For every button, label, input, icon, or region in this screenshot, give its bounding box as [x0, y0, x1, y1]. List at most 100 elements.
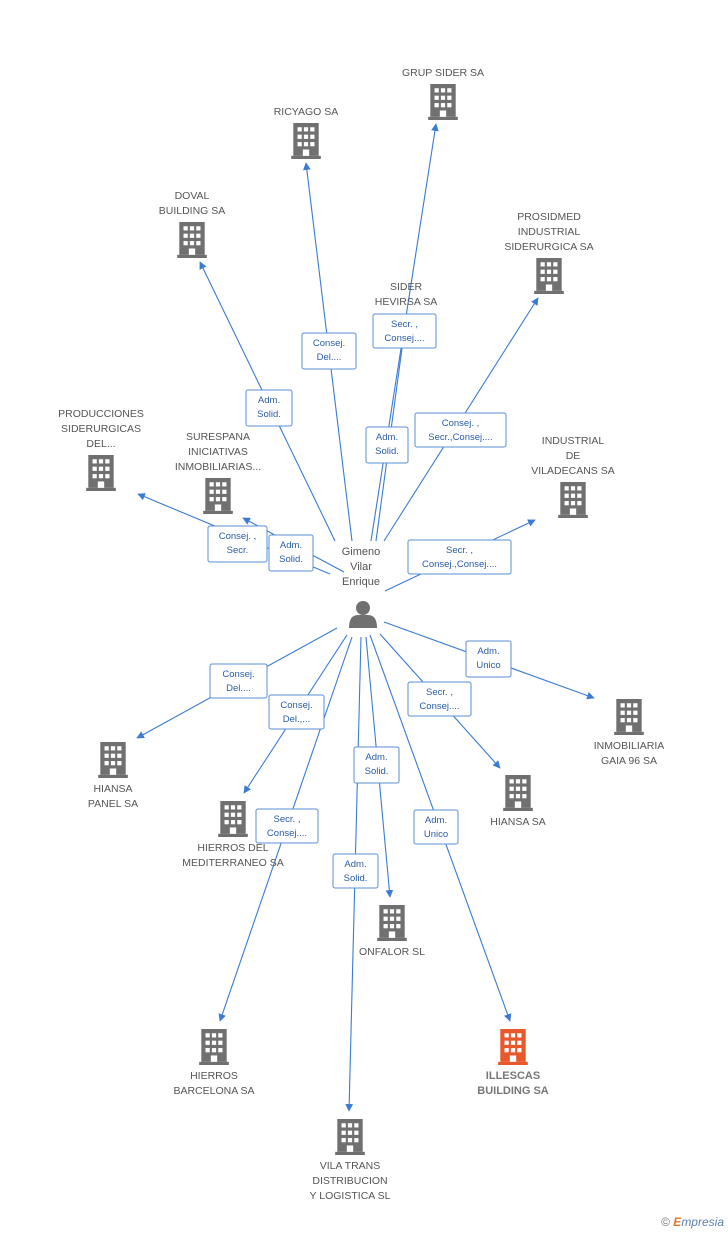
company-label: SURESPANA — [186, 431, 250, 443]
relation-text: Solid. — [279, 554, 303, 565]
relation-text: Consej.... — [384, 333, 424, 344]
relation-text: Del.,... — [283, 714, 310, 725]
company-label: INMOBILIARIAS... — [175, 461, 261, 473]
company-label: SIDER — [390, 281, 423, 293]
company-node-hiansa-panel[interactable]: HIANSA PANEL SA — [88, 742, 138, 810]
company-node-vila-trans[interactable]: VILA TRANS DISTRIBUCION Y LOGISTICA SL — [310, 1119, 391, 1202]
company-label: VILA TRANS — [320, 1160, 381, 1172]
relation-label-onfalor[interactable]: Adm.Solid. — [353, 746, 400, 784]
company-label: INICIATIVAS — [188, 446, 248, 458]
relation-text: Adm. — [425, 815, 447, 826]
company-label: GRUP SIDER SA — [402, 67, 484, 79]
relation-box — [407, 539, 512, 575]
company-node-illescas[interactable]: ILLESCAS BUILDING SA — [477, 1029, 549, 1097]
brand-name: mpresia — [681, 1215, 724, 1229]
copyright-symbol: © — [661, 1215, 670, 1229]
relation-label-inmobiliaria-gaia[interactable]: Adm. Unico — [465, 640, 512, 678]
company-label: Y LOGISTICA SL — [310, 1190, 391, 1202]
building-icon — [614, 699, 644, 735]
relation-box — [414, 412, 507, 448]
relation-text: Unico — [476, 660, 500, 671]
relation-text: Del.... — [317, 352, 342, 363]
relation-text: Adm. — [258, 395, 280, 406]
relation-text: Unico — [424, 829, 448, 840]
relation-label-vila-trans[interactable]: Adm.Solid. — [332, 853, 379, 889]
relation-text: Adm. — [280, 540, 302, 551]
relation-box — [413, 809, 459, 845]
company-node-producciones[interactable]: PRODUCCIONES SIDERURGICAS DEL... — [58, 408, 144, 491]
relation-box — [209, 663, 268, 699]
company-node-ricyago[interactable]: RICYAGO SA — [274, 106, 339, 159]
relation-label-industrial-viladecans[interactable]: Secr. ,Consej.,Consej.... — [407, 539, 512, 575]
building-icon — [218, 801, 248, 837]
company-label: INMOBILIARIA — [594, 740, 665, 752]
relation-label-surespana[interactable]: Adm. Solid. — [268, 534, 314, 572]
relation-label-producciones[interactable]: Consej. ,Secr. — [207, 525, 268, 563]
company-label: ILLESCAS — [486, 1070, 540, 1082]
company-node-surespana[interactable]: SURESPANA INICIATIVAS INMOBILIARIAS... — [175, 431, 261, 514]
building-icon — [335, 1119, 365, 1155]
relation-box — [353, 746, 400, 784]
relation-label-hiansa[interactable]: Secr. ,Consej.... — [407, 681, 472, 717]
relation-label-hiansa-panel[interactable]: Consej. Del.... — [209, 663, 268, 699]
relation-label-sider-hevirsa[interactable]: Secr. , Consej.... — [372, 313, 437, 349]
relation-box — [268, 534, 314, 572]
relation-text: Del.... — [226, 683, 251, 694]
company-label: DISTRIBUCION — [312, 1175, 387, 1187]
company-label: RICYAGO SA — [274, 106, 339, 118]
brand-first-letter: E — [673, 1215, 682, 1229]
building-icon — [291, 123, 321, 159]
relation-text: Consej. — [222, 669, 254, 680]
relation-label-hierros-barcelona[interactable]: Secr. ,Consej.... — [255, 808, 319, 844]
relation-text: Consej. — [313, 338, 345, 349]
company-node-grup-sider[interactable]: GRUP SIDER SA — [402, 67, 484, 120]
building-icon — [428, 84, 458, 120]
relation-label-illescas[interactable]: Adm. Unico — [413, 809, 459, 845]
company-label: PRODUCCIONES — [58, 408, 144, 420]
company-label: BUILDING SA — [477, 1085, 549, 1097]
company-label: HIERROS DEL — [197, 842, 268, 854]
footer-brand: © Empresia — [661, 1215, 724, 1229]
company-label: HEVIRSA SA — [375, 296, 437, 308]
relation-text: Secr. — [227, 545, 249, 556]
person-name: Vilar — [350, 561, 372, 573]
relation-text: Adm. — [344, 859, 366, 870]
relation-box — [365, 426, 409, 464]
relation-text: Solid. — [375, 446, 399, 457]
company-label: PROSIDMED — [517, 211, 581, 223]
relation-box — [207, 525, 268, 563]
company-label: DE — [566, 450, 581, 462]
person-name: Enrique — [342, 576, 380, 588]
company-node-sider-hevirsa[interactable]: SIDER HEVIRSA SA — [375, 281, 437, 308]
relation-text: Solid. — [365, 766, 389, 777]
building-icon — [199, 1029, 229, 1065]
relation-box — [255, 808, 319, 844]
company-label: SIDERURGICAS — [61, 423, 141, 435]
company-node-hiansa[interactable]: HIANSA SA — [490, 775, 546, 828]
relation-text: Adm. — [477, 646, 499, 657]
company-label: PANEL SA — [88, 798, 138, 810]
company-label: INDUSTRIAL — [542, 435, 605, 447]
relation-label-doval[interactable]: Adm.Solid. — [245, 389, 293, 427]
relation-label-prosidmed[interactable]: Consej. ,Secr.,Consej.... — [414, 412, 507, 448]
company-label: HIANSA SA — [490, 816, 545, 828]
relation-box — [268, 694, 325, 730]
company-label: HIANSA — [93, 783, 132, 795]
relation-label-ricyago[interactable]: Consej. Del.... — [301, 332, 357, 370]
company-label: DEL... — [86, 438, 115, 450]
company-label: BUILDING SA — [159, 205, 226, 217]
relation-label-grup-sider[interactable]: Adm.Solid. — [365, 426, 409, 464]
company-label: INDUSTRIAL — [518, 226, 581, 238]
company-node-onfalor[interactable]: ONFALOR SL — [359, 905, 425, 958]
relation-label-hierros-mediterraneo[interactable]: Consej.Del.,... — [268, 694, 325, 730]
relation-text: Secr. , — [391, 319, 418, 330]
